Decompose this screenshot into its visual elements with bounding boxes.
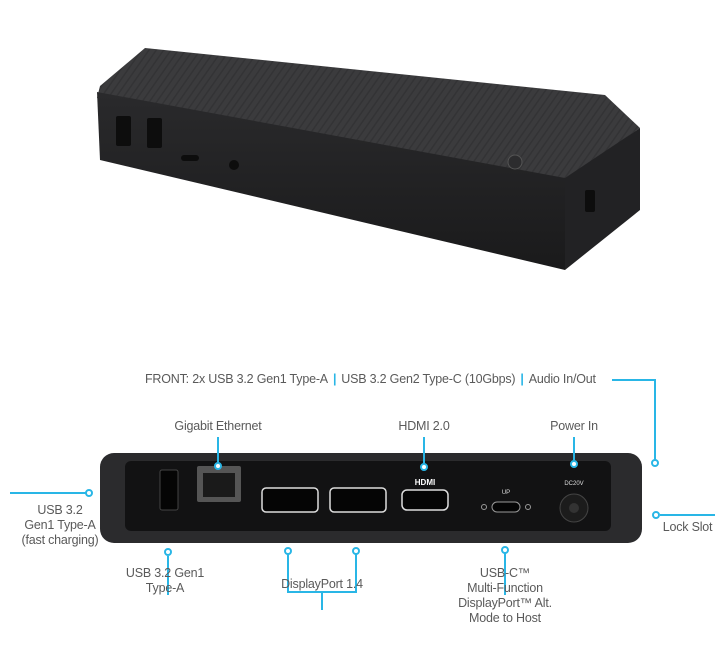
callout-dots	[85, 459, 660, 556]
front-usb-a-port-1	[116, 116, 131, 146]
front-usb-a-port-2	[147, 118, 162, 148]
power-button-icon	[507, 154, 523, 170]
power-label: Power In	[550, 419, 598, 433]
hdmi-port	[401, 489, 449, 511]
usb-a-port	[159, 469, 179, 511]
callout-lines	[10, 379, 715, 610]
hdmi-marking: HDMI	[414, 478, 436, 487]
side-usb-a-port	[585, 190, 595, 212]
ethernet-label: Gigabit Ethernet	[174, 419, 262, 433]
front-ports-label: FRONT: 2x USB 3.2 Gen1 Type-A|USB 3.2 Ge…	[145, 372, 596, 386]
usb-c-port	[491, 501, 521, 513]
front-audio-jack	[229, 160, 239, 170]
displayport-label: DisplayPort 1.4	[281, 577, 363, 591]
displayport-2	[329, 487, 387, 513]
lock-slot-label: Lock Slot	[662, 520, 713, 534]
dock-front-view	[97, 48, 640, 270]
front-usb-c-port	[181, 155, 199, 161]
dock-back-view	[100, 453, 642, 543]
dc-marking: DC20V	[564, 481, 584, 487]
hdmi-label: HDMI 2.0	[398, 419, 450, 433]
displayport-1	[261, 487, 319, 513]
up-marking: UP	[501, 490, 511, 496]
